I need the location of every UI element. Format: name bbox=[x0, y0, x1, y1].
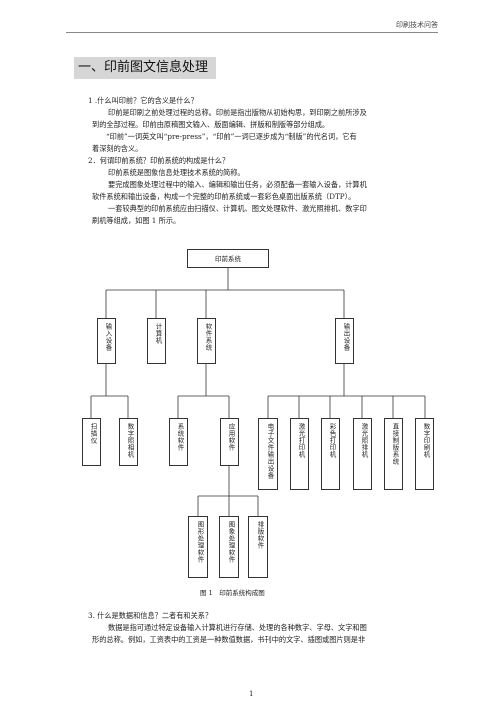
q2-answer-line: 印前系统是图象信息处理技术系统的简称。 bbox=[108, 168, 245, 177]
diagram-node-ctp-system: 直接制版系统 bbox=[384, 418, 403, 490]
header-rule bbox=[66, 32, 438, 33]
page-number: 1 bbox=[249, 690, 254, 698]
diagram-node-input-devices: 输入设备 bbox=[97, 318, 116, 364]
diagram-node-system-software: 系统软件 bbox=[169, 418, 188, 466]
q2-question: 2．何谓印前系统？印前系统的构成是什么？ bbox=[88, 156, 230, 165]
diagram-node-imagesetter: 激光照排机 bbox=[353, 418, 372, 490]
diagram-node-root: 印前系统 bbox=[187, 249, 269, 268]
diagram-node-application-software: 应用软件 bbox=[220, 418, 239, 466]
diagram-node-layout-software: 排版软件 bbox=[248, 516, 268, 578]
q2-answer-line: 软件系统和输出设备，构成一个完整的印前系统或一套彩色桌面出版系统（DTP）。 bbox=[92, 192, 356, 201]
diagram-node-color-printer: 彩色打印机 bbox=[321, 418, 340, 490]
q1-question: 1 .什么叫印前？它的含义是什么？ bbox=[88, 96, 198, 105]
diagram-node-software-system: 软件系统 bbox=[197, 318, 216, 364]
q3-answer-line: 数据是指可通过特定设备输入计算机进行存储、处理的各种数字、字母、文字和图 bbox=[108, 623, 367, 632]
diagram-node-digital-press: 数字印刷机 bbox=[415, 418, 434, 490]
diagram-node-image-software: 图象处理软件 bbox=[219, 516, 239, 578]
diagram-node-e-file-output: 电子文件输出设备 bbox=[258, 418, 278, 490]
q3-question: 3. 什么是数据和信息？二者有和关系？ bbox=[88, 611, 213, 620]
diagram-node-laser-printer: 激光打印机 bbox=[290, 418, 309, 490]
q2-answer-line: 一套较典型的印前系统应由扫描仪、计算机、图文处理软件、激光照排机、数字印 bbox=[108, 204, 367, 213]
section-title: 一、印前图文信息处理 bbox=[74, 57, 216, 79]
q3-answer-line: 形的总称。例如，工资表中的工资是一种数值数据，书刊中的文字、插图或图片则是非 bbox=[92, 635, 366, 644]
diagram-node-digital-camera: 数字照相机 bbox=[119, 418, 138, 466]
q1-answer-line: 到的全部过程。印前由原稿图文输入、版面编辑、拼版和制版等部分组成。 bbox=[92, 120, 330, 129]
diagram-node-output-devices: 输出设备 bbox=[335, 318, 354, 364]
diagram-node-scanner: 扫描仪 bbox=[82, 418, 101, 466]
running-header: 印刷技术问答 bbox=[396, 21, 438, 29]
q2-answer-line: 刷机等组成，如图 1 所示。 bbox=[92, 216, 181, 225]
q2-answer-line: 要完成图象处理过程中的输入、编辑和输出任务，必须配备一套输入设备，计算机 bbox=[108, 180, 367, 189]
diagram-node-graphics-software: 图形处理软件 bbox=[188, 516, 208, 578]
q1-answer-line: 着深刻的含义。 bbox=[92, 144, 143, 153]
q1-answer-line: 印前是印刷之前处理过程的总称。印前是指出版物从初始构思，到印刷之前所涉及 bbox=[108, 108, 367, 117]
q1-answer-line: “印前”一词英文叫“pre-press”，“印前”一词已逐步成为“制版”的代名词… bbox=[106, 132, 357, 141]
figure-caption: 图 1 印前系统构成图 bbox=[200, 589, 265, 597]
diagram-node-computer: 计算机 bbox=[147, 318, 166, 364]
